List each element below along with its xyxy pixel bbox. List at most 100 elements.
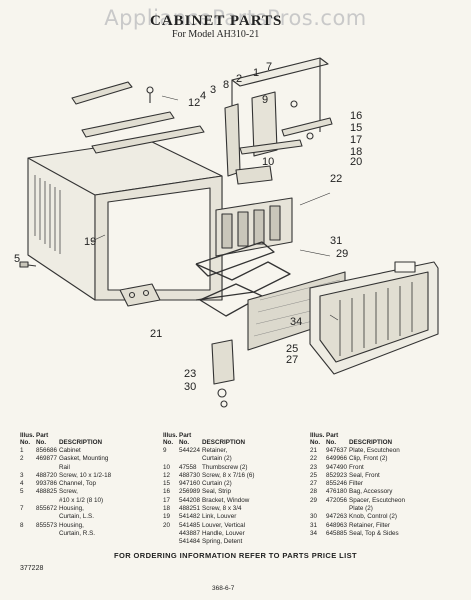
part-description: Bag, Accessory [349, 488, 393, 496]
callout: 18 [350, 146, 362, 158]
part-number [36, 497, 59, 505]
part-number: 856686 [36, 447, 58, 454]
illus-number: 31 [310, 521, 318, 529]
callout: 27 [286, 354, 298, 366]
part-number: 649966 [326, 455, 348, 463]
part-description: Front [349, 463, 364, 471]
part-number: 852923 [326, 471, 348, 479]
part-number: 855573 [36, 521, 58, 529]
callout: 7 [266, 61, 272, 73]
illus-number: 16 [163, 488, 171, 496]
callout: 5 [14, 253, 20, 265]
part-description: Screw, 10 x 1/2-18 [59, 471, 112, 479]
illus-number: 30 [310, 513, 318, 521]
callout: 4 [200, 90, 206, 102]
callout: 21 [150, 328, 162, 340]
part-number: 541482 [179, 513, 201, 521]
header-no: No. [179, 439, 190, 446]
part-number: 488720 [36, 471, 58, 479]
callout: 16 [350, 110, 362, 122]
small-parts-drawing [19, 139, 303, 408]
part-description: Retainer, [202, 447, 228, 454]
header-part: Part [179, 432, 192, 439]
header-description: DESCRIPTION [349, 439, 393, 446]
curtain-frame-drawing [224, 57, 333, 177]
part-description: Knob, Control (2) [349, 513, 397, 521]
illus-number: 27 [310, 480, 318, 488]
part-number: 541485 [179, 521, 201, 529]
part-number [36, 464, 59, 472]
callout: 22 [330, 173, 342, 185]
illus-number: 8 [20, 521, 24, 529]
illus-number: 22 [310, 455, 318, 463]
part-number: 544224 [179, 447, 201, 454]
part-description: Channel, Top [59, 480, 96, 488]
illus-number: 28 [310, 488, 318, 496]
illus-number: 20 [163, 521, 171, 529]
part-number [326, 505, 349, 513]
part-number: 855672 [36, 505, 58, 513]
illus-number: 15 [163, 480, 171, 488]
part-description: Link, Louver [202, 513, 237, 521]
illus-number [163, 455, 179, 463]
callout: 9 [262, 94, 268, 106]
illus-number: 7 [20, 505, 24, 513]
page-code: 368-6-7 [212, 585, 235, 592]
table-row: Plate (2) [310, 505, 407, 513]
table-row: Curtain (2) [163, 455, 260, 463]
top-rails-drawing [71, 81, 205, 154]
table-row: #10 x 1/2 (8 10) [20, 497, 117, 505]
callout: 19 [84, 236, 96, 248]
illus-number: 9 [163, 447, 167, 454]
part-description: Seal, Strip [202, 488, 232, 496]
callout: 2 [236, 73, 242, 85]
part-number: 256989 [179, 488, 201, 496]
part-description: Gasket, Mounting [59, 455, 109, 463]
part-number: 472056 [326, 496, 348, 504]
ordering-note: FOR ORDERING INFORMATION REFER TO PARTS … [114, 551, 357, 560]
header-part: Part [326, 432, 339, 439]
page-title: CABINET PARTS [150, 13, 283, 29]
illus-number [20, 530, 36, 538]
callout: 23 [184, 368, 196, 380]
callout: 12 [188, 97, 200, 109]
part-description: Clip, Front (2) [349, 455, 388, 463]
header-no: No. [310, 439, 321, 446]
illus-number: 17 [163, 496, 171, 504]
louver-assembly-drawing [215, 165, 293, 257]
part-number: 855246 [326, 480, 348, 488]
cabinet-drawing [27, 139, 223, 301]
part-description: Louver, Vertical [202, 521, 246, 529]
header-illus: Illus. [163, 432, 178, 439]
part-description: Spacer, Escutcheon [349, 496, 406, 504]
part-number [179, 455, 202, 463]
part-description: Screw, [59, 488, 78, 496]
part-description: Thumbscrew (2) [202, 463, 248, 471]
part-description: Seal, Front [349, 471, 380, 479]
header-illus: Illus. [310, 432, 325, 439]
front-grille-drawing [309, 261, 439, 375]
part-description: Screw, 8 x 3/4 [202, 505, 242, 513]
callout: 34 [290, 316, 302, 328]
part-description: #10 x 1/2 (8 10) [59, 496, 104, 504]
illus-number: 5 [20, 488, 24, 496]
illus-number [20, 513, 36, 521]
